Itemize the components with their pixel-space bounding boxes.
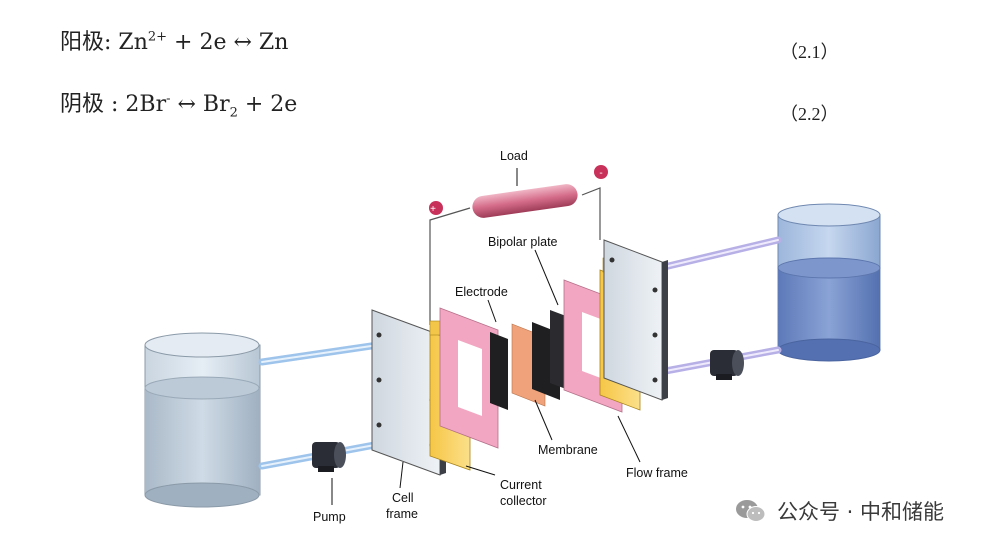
wechat-icon	[735, 498, 767, 524]
equation-cathode-subscript: 2	[229, 105, 238, 121]
label-electrode: Electrode	[455, 285, 508, 299]
label-cell-frame-1: Cell	[392, 491, 414, 505]
label-pump: Pump	[313, 510, 346, 524]
right-pump	[710, 350, 744, 380]
left-pump	[312, 442, 346, 472]
equation-anode-rest: + 2e ↔ Zn	[167, 30, 289, 55]
label-current-collector-2: collector	[500, 494, 547, 508]
equation-number-2-1: （2.1）	[780, 42, 839, 62]
load-resistor	[472, 184, 578, 218]
right-electrolyte-tank	[777, 203, 881, 362]
equation-cathode-rest: + 2e	[237, 92, 298, 117]
watermark-text: 公众号 · 中和储能	[777, 500, 945, 524]
equation-cathode-mid: ↔ Br	[170, 92, 230, 117]
external-circuit	[429, 187, 601, 325]
label-membrane: Membrane	[538, 443, 598, 457]
equation-cathode-charge: -	[166, 91, 171, 107]
label-flow-frame: Flow frame	[626, 466, 688, 480]
label-plus: +	[430, 204, 436, 215]
negative-terminal-icon	[594, 165, 608, 179]
equation-anode: 阳极: Zn2+ + 2e ↔ Zn	[60, 24, 288, 56]
positive-terminal-icon	[429, 201, 443, 215]
equation-anode-charge: 2+	[147, 29, 168, 45]
label-bipolar-plate: Bipolar plate	[488, 235, 558, 249]
right-end-plate	[603, 239, 668, 401]
equation-cathode: 阴极 : 2Br- ↔ Br2 + 2e	[60, 86, 298, 121]
left-flow-frame	[439, 307, 499, 449]
watermark: 公众号 · 中和储能	[735, 496, 944, 526]
label-cell-frame-2: frame	[386, 507, 418, 521]
equation-number-2-2: （2.2）	[780, 104, 839, 124]
label-load: Load	[500, 149, 528, 163]
leader-lines	[331, 168, 641, 505]
left-electrolyte-tank	[144, 332, 261, 508]
electrolyte-pipes	[258, 236, 782, 470]
label-minus: -	[599, 168, 602, 179]
label-current-collector-1: Current	[500, 478, 542, 492]
left-electrode	[490, 332, 508, 410]
equation-anode-prefix: 阳极: Zn	[60, 30, 148, 55]
equation-cathode-prefix: 阴极 : 2Br	[60, 92, 167, 117]
